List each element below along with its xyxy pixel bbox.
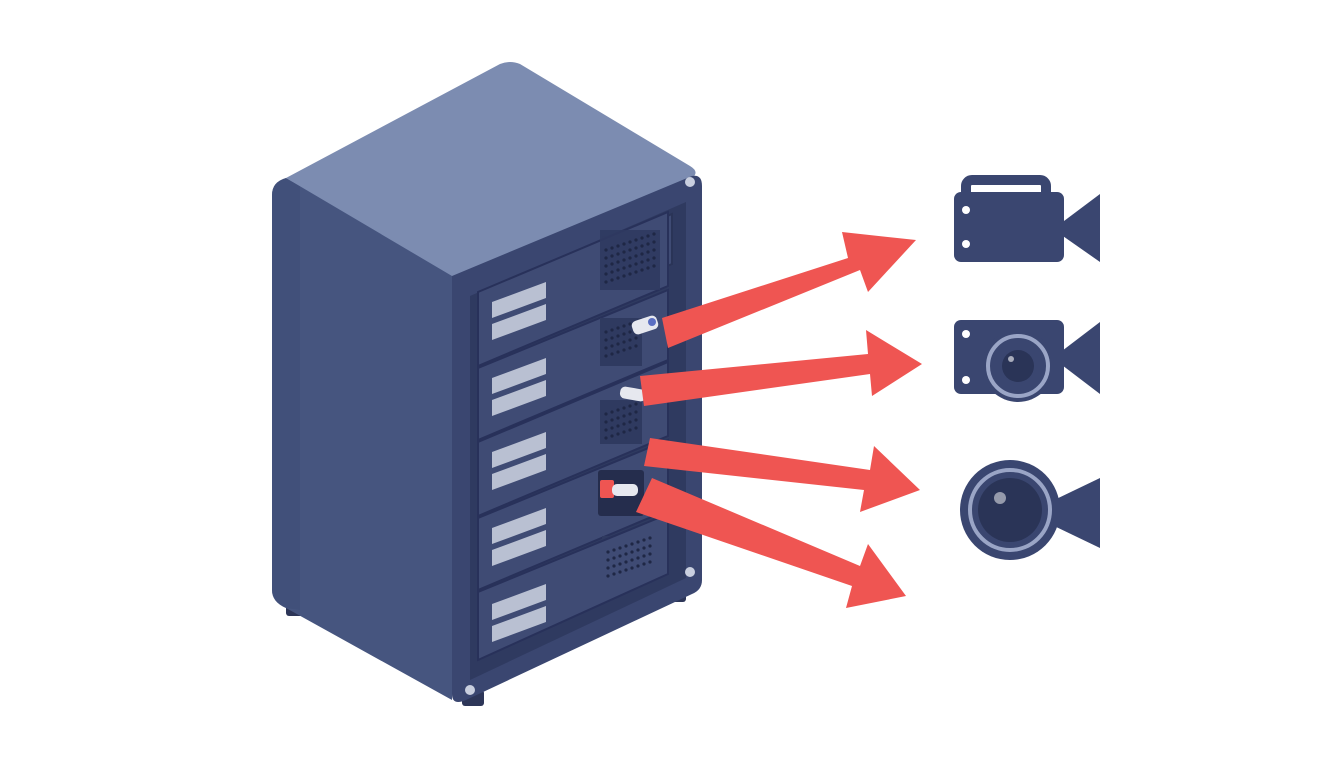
drive-slot bbox=[492, 358, 546, 394]
arrow-to-camcorder bbox=[662, 232, 916, 348]
rack-side-panel bbox=[272, 178, 452, 700]
connection-arrows bbox=[636, 232, 922, 608]
drive-slot bbox=[492, 530, 546, 566]
cable-connector bbox=[631, 315, 659, 335]
arrow-to-video-camera bbox=[640, 330, 922, 406]
drive-slot bbox=[492, 432, 546, 468]
rack-screw bbox=[465, 685, 475, 695]
cable-connector bbox=[619, 386, 647, 402]
drive-slot bbox=[492, 282, 546, 318]
rack-top-panel bbox=[286, 62, 696, 280]
rack-screw bbox=[685, 177, 695, 187]
drive-slot bbox=[492, 606, 546, 642]
rack-bay bbox=[477, 512, 669, 662]
rack-bay bbox=[477, 210, 669, 368]
rack-screw bbox=[685, 567, 695, 577]
drive-slot bbox=[492, 380, 546, 416]
drive-slot bbox=[492, 454, 546, 490]
rack-side-shade bbox=[272, 178, 300, 610]
arrow-to-webcam bbox=[644, 438, 920, 512]
webcam-icon bbox=[960, 460, 1100, 560]
video-camera-icon bbox=[954, 320, 1100, 402]
cable-connector bbox=[600, 480, 638, 498]
server-rack bbox=[272, 62, 702, 706]
drive-slot bbox=[492, 584, 546, 620]
vent-dots bbox=[604, 232, 656, 578]
drive-slot bbox=[492, 508, 546, 544]
drive-slot bbox=[492, 304, 546, 340]
rack-bay bbox=[477, 360, 669, 518]
camcorder-icon bbox=[954, 175, 1100, 262]
arrow-to-webcam-lower bbox=[636, 478, 906, 608]
vent-grille bbox=[600, 230, 660, 290]
